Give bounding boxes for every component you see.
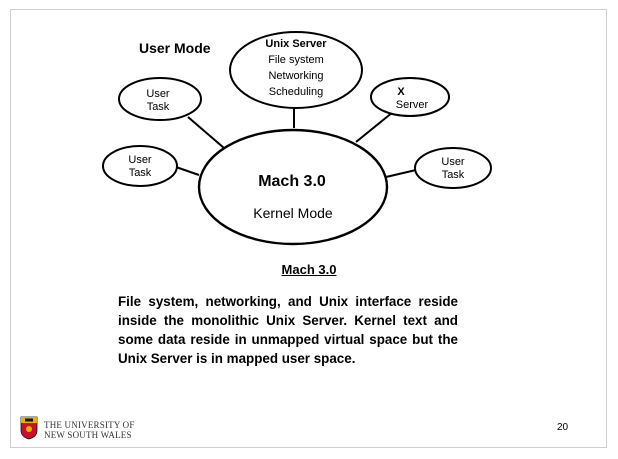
crest-lion-mark — [26, 426, 32, 432]
user-task-upper-left-line-2: Task — [147, 101, 170, 113]
university-name-line-1: THE UNIVERSITY OF — [44, 420, 135, 430]
unix-server-node — [229, 31, 363, 109]
user-task-node-left — [102, 145, 178, 187]
connector-user-task-upper-left — [187, 116, 225, 149]
connector-x-server — [355, 111, 394, 143]
mach-kernel-node — [197, 128, 389, 246]
user-task-right-line-2: Task — [442, 169, 465, 181]
mach-kernel-subtitle: Kernel Mode — [253, 205, 333, 221]
page-number: 20 — [557, 422, 569, 433]
user-task-left-line-2: Task — [129, 167, 152, 179]
user-task-node-upper-left — [118, 77, 202, 121]
user-task-upper-left-line-1: User — [146, 88, 170, 100]
x-server-line-2: Server — [396, 99, 429, 111]
description-paragraph: File system, networking, and Unix interf… — [118, 294, 458, 366]
x-server-line-1: X — [397, 86, 405, 98]
unix-server-line-1: File system — [268, 54, 324, 66]
slide-border — [10, 9, 607, 448]
user-task-right-line-1: User — [441, 156, 465, 168]
user-task-node-right — [414, 147, 492, 189]
unix-server-title: Unix Server — [265, 38, 327, 50]
unsw-crest-icon — [20, 416, 38, 440]
user-task-left-line-1: User — [128, 154, 152, 166]
university-name: THE UNIVERSITY OF NEW SOUTH WALES — [44, 420, 135, 440]
user-mode-label: User Mode — [139, 40, 211, 56]
mach-kernel-title: Mach 3.0 — [258, 173, 326, 190]
university-name-line-2: NEW SOUTH WALES — [44, 430, 132, 440]
crest-book — [25, 418, 33, 422]
unix-server-line-2: Networking — [268, 70, 323, 82]
unix-server-line-3: Scheduling — [269, 86, 323, 98]
connector-user-task-right — [385, 169, 417, 178]
x-server-node — [370, 77, 450, 117]
figure-caption: Mach 3.0 — [281, 262, 337, 277]
